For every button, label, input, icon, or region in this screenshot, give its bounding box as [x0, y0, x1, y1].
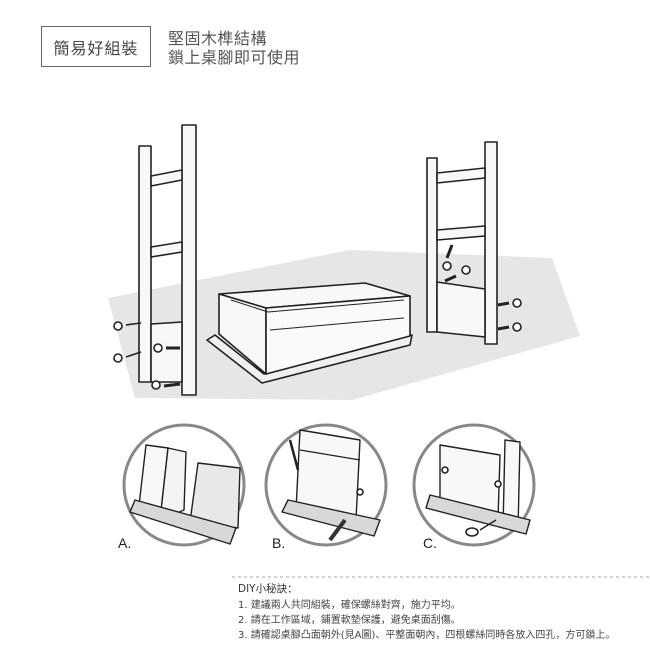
- tips-title: DIY小秘訣：: [238, 583, 298, 595]
- header-line-1: 堅固木榫結構: [168, 29, 268, 48]
- header-badge: 簡易好組裝: [41, 26, 151, 67]
- header-badge-text: 簡易好組裝: [53, 38, 139, 58]
- right-leg: [426, 141, 498, 345]
- detail-label-c: C.: [423, 535, 437, 551]
- left-leg: [138, 124, 197, 396]
- detail-circle-c: [412, 423, 536, 547]
- header-line-2: 鎖上桌腳即可使用: [168, 48, 301, 67]
- detail-circle-b: [264, 423, 388, 547]
- detail-circle-a: [122, 423, 246, 547]
- tip-item: 1. 建議兩人共同組裝，確保螺絲對齊，施力平均。: [238, 600, 461, 611]
- detail-label-a: A.: [118, 535, 132, 551]
- detail-label-b: B.: [272, 535, 286, 551]
- tip-item: 3. 請確認桌腳凸面朝外(見A圖)、平整面朝內，四根螺絲同時各放入四孔，方可鎖上…: [238, 630, 616, 641]
- screws: [113, 244, 522, 390]
- table-top-box: [206, 282, 413, 384]
- header-description: 堅固木榫結構 鎖上桌腳即可使用: [168, 29, 300, 67]
- tip-item: 2. 請在工作區域，鋪置軟墊保護，避免桌面刮傷。: [238, 615, 461, 626]
- diy-tips: DIY小秘訣： 1. 建議兩人共同組裝，確保螺絲對齊，施力平均。 2. 請在工作…: [238, 582, 615, 643]
